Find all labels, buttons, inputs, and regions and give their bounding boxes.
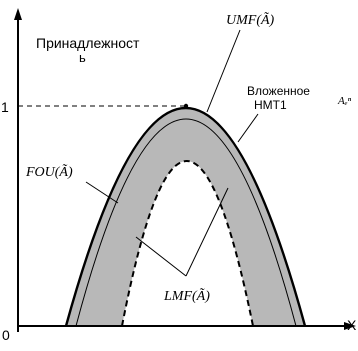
embedded-set-curve: [75, 118, 297, 327]
y-axis-label-continuation: ь: [79, 50, 86, 65]
umf-leader-line: [206, 29, 241, 113]
fou-label: FOU(Ã): [25, 163, 73, 180]
x-axis-arrow-icon: [344, 322, 356, 330]
lmf-leader-line-left: [135, 236, 187, 277]
y-axis-arrow-icon: [14, 8, 22, 20]
tick-label-zero: 0: [2, 327, 10, 343]
peak-point: [183, 103, 189, 109]
fou-leader-line: [85, 181, 119, 204]
embedded-set-label-line2: НМТ1: [254, 98, 287, 112]
tick-label-one: 1: [1, 99, 9, 115]
y-axis-label: Принадлежност: [36, 35, 140, 51]
embedded-set-symbol: Aₑⁿ: [337, 95, 352, 107]
embedded-set-leader-line: [237, 113, 259, 143]
x-axis-label: X: [347, 317, 357, 333]
lmf-leader-line-right: [185, 187, 229, 277]
lmf-curve: [121, 160, 254, 327]
umf-curve: [64, 107, 307, 327]
lmf-label: LMF(Ã): [163, 287, 210, 304]
embedded-set-label: Вложенное: [247, 84, 310, 98]
umf-label: UMF(Ã): [226, 11, 275, 28]
